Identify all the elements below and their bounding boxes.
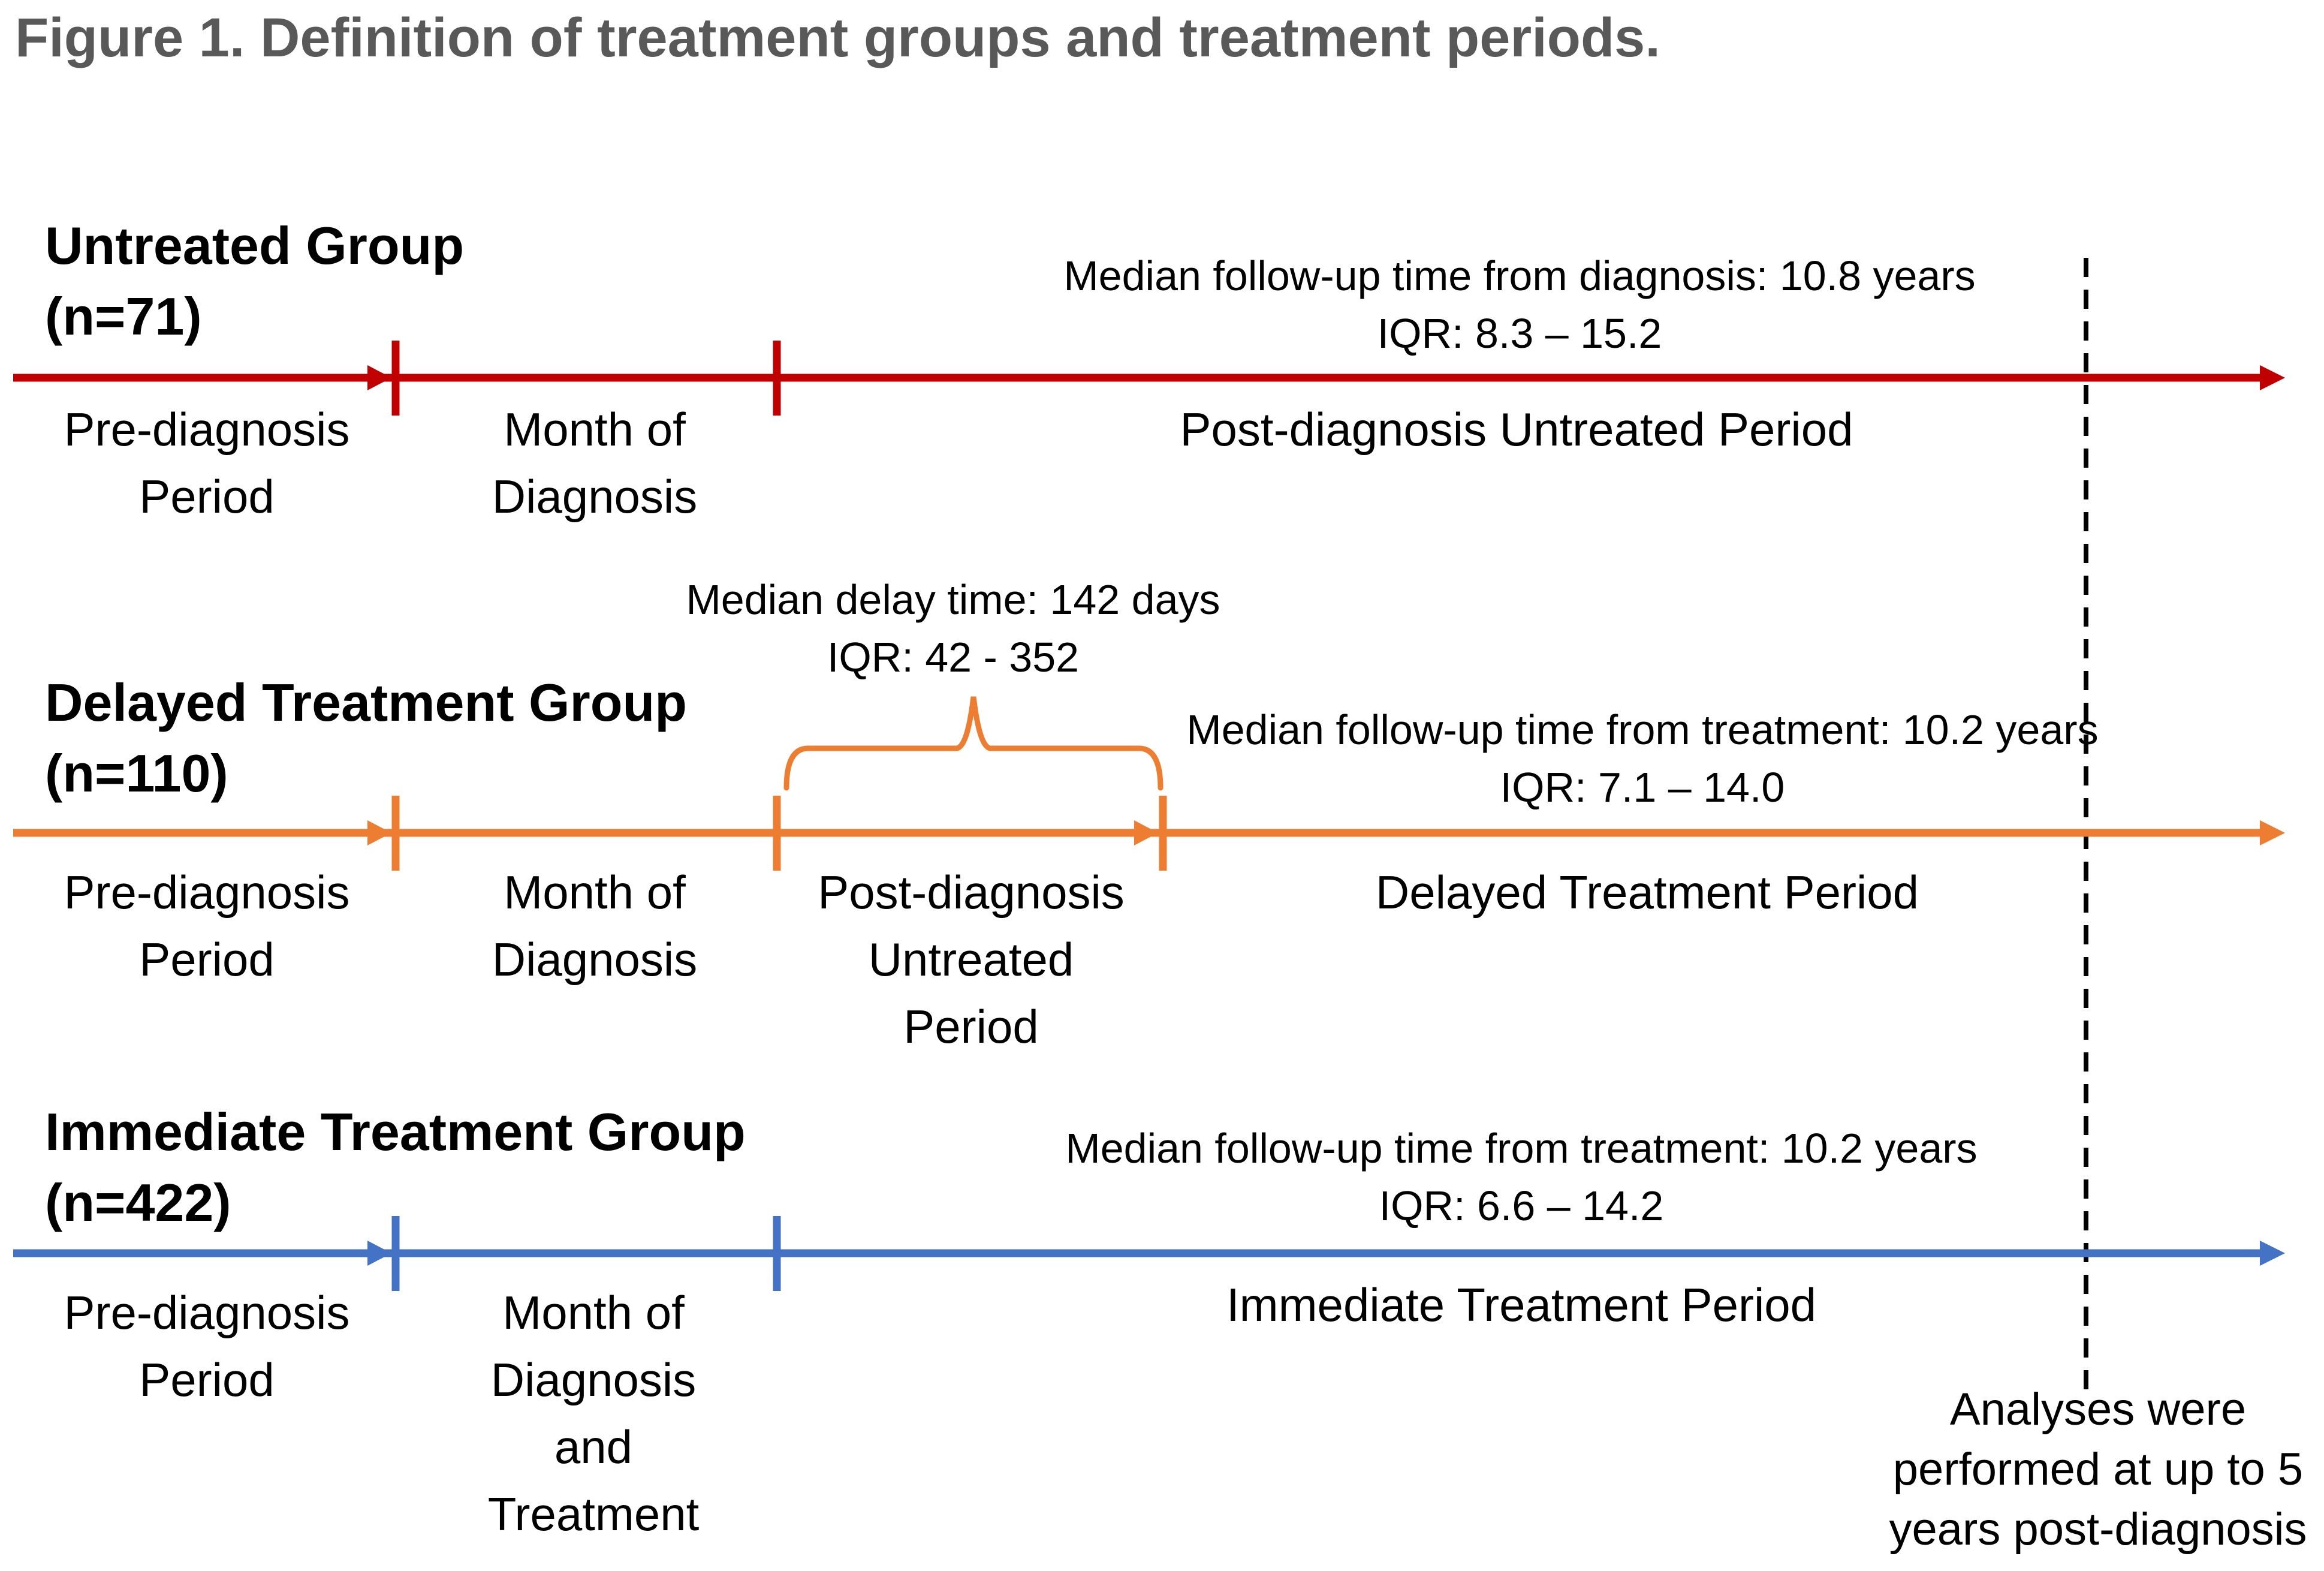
note-line: years post-diagnosis [1889,1504,2307,1555]
immediate-followup-line2: IQR: 6.6 – 14.2 [1379,1182,1664,1229]
immediate-pre-diagnosis-label: Pre-diagnosis Period [0,1279,414,1413]
delayed-month-of-diagnosis-label: Month of Diagnosis [385,859,804,993]
label-line: Post-diagnosis [818,866,1125,919]
label-line: Post-diagnosis Untreated Period [1180,403,1853,456]
delayed-end-arrowhead-icon [2260,820,2285,845]
label-line: Pre-diagnosis [64,866,350,919]
note-line: Analyses were [1949,1384,2247,1435]
label-line: Treatment [487,1488,700,1540]
label-line: Month of [504,403,686,456]
immediate-followup-annotation: Median follow-up time from treatment: 10… [1042,1119,2001,1235]
analysis-cutoff-note: Analyses were performed at up to 5 years… [1870,1380,2324,1560]
immediate-group-n: (n=422) [45,1173,231,1232]
label-line: Period [903,1000,1039,1053]
delayed-group-heading: Delayed Treatment Group (n=110) [45,667,687,809]
untreated-followup-annotation: Median follow-up time from diagnosis: 10… [1040,247,1999,362]
immediate-followup-line1: Median follow-up time from treatment: 10… [1065,1125,1978,1172]
immediate-group-heading: Immediate Treatment Group (n=422) [45,1097,746,1238]
delayed-group-n: (n=110) [45,744,228,803]
untreated-month-of-diagnosis-label: Month of Diagnosis [385,396,804,530]
delay-time-annotation: Median delay time: 142 days IQR: 42 - 35… [623,571,1283,686]
label-line: Diagnosis [490,1353,697,1406]
label-line: Delayed Treatment Period [1375,866,1919,919]
label-line: Month of [504,866,686,919]
delayed-treatment-start-arrowhead-icon [1134,820,1158,845]
delayed-treatment-period-label: Delayed Treatment Period [1288,859,2007,926]
untreated-group-name: Untreated Group [45,216,465,275]
label-line: Period [139,470,275,523]
label-line: Month of [502,1286,685,1339]
untreated-group-n: (n=71) [45,287,202,346]
label-line: Diagnosis [492,470,698,523]
untreated-end-arrowhead-icon [2260,365,2285,390]
immediate-mid-arrowhead-icon [367,1241,391,1266]
delayed-followup-line1: Median follow-up time from treatment: 10… [1186,706,2099,753]
label-line: Diagnosis [492,933,698,986]
note-line: performed at up to 5 [1892,1444,2304,1495]
immediate-month-of-diagnosis-treatment-label: Month of Diagnosis and Treatment [384,1279,803,1548]
label-line: Pre-diagnosis [64,1286,350,1339]
delay-interval-brace [783,696,1163,791]
label-line: Period [139,933,275,986]
delayed-followup-annotation: Median follow-up time from treatment: 10… [1163,701,2122,816]
untreated-mid-arrowhead-icon [367,365,391,390]
figure-title: Figure 1. Definition of treatment groups… [15,7,1660,68]
delayed-mid-arrowhead-icon [367,820,391,845]
immediate-treatment-period-label: Immediate Treatment Period [1102,1271,1941,1338]
untreated-post-diagnosis-period-label: Post-diagnosis Untreated Period [1097,396,1936,463]
immediate-group-name: Immediate Treatment Group [45,1102,746,1161]
delayed-pre-diagnosis-label: Pre-diagnosis Period [0,859,414,993]
delayed-post-diagnosis-untreated-label: Post-diagnosis Untreated Period [701,859,1241,1060]
label-line: Pre-diagnosis [64,403,350,456]
label-line: Period [139,1353,275,1406]
delay-time-line2: IQR: 42 - 352 [827,634,1080,681]
label-line: Untreated [868,933,1074,986]
immediate-end-arrowhead-icon [2260,1241,2285,1266]
untreated-followup-line1: Median follow-up time from diagnosis: 10… [1063,252,1976,299]
delay-time-line1: Median delay time: 142 days [686,576,1220,623]
label-line: and [554,1420,633,1473]
delayed-followup-line2: IQR: 7.1 – 14.0 [1500,764,1785,811]
delayed-group-name: Delayed Treatment Group [45,673,687,732]
untreated-pre-diagnosis-label: Pre-diagnosis Period [0,396,414,530]
untreated-followup-line2: IQR: 8.3 – 15.2 [1377,310,1662,357]
label-line: Immediate Treatment Period [1226,1278,1817,1331]
untreated-group-heading: Untreated Group (n=71) [45,210,464,352]
